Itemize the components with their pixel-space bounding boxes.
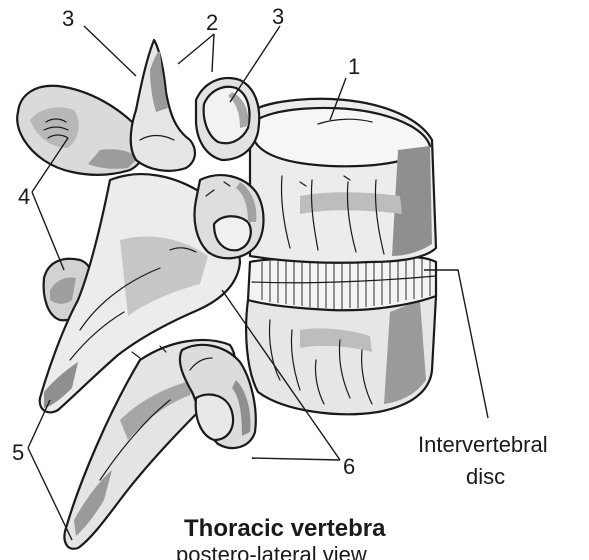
caption: Thoracic vertebra postero-lateral view xyxy=(176,515,386,560)
transverse-process-upper xyxy=(17,86,145,175)
label-1: 1 xyxy=(348,54,360,79)
label-intervertebral: Intervertebral xyxy=(418,432,548,457)
label-3-left: 3 xyxy=(62,6,74,31)
lower-vertebral-body xyxy=(246,296,436,414)
pedicle-region xyxy=(195,175,264,258)
label-4: 4 xyxy=(18,184,30,209)
label-6: 6 xyxy=(343,454,355,479)
label-5: 5 xyxy=(12,440,24,465)
figure-subtitle: postero-lateral view xyxy=(176,542,367,560)
figure-title: Thoracic vertebra xyxy=(184,515,386,542)
label-disc: disc xyxy=(466,464,505,489)
intervertebral-disc xyxy=(248,257,436,310)
label-2: 2 xyxy=(206,10,218,35)
superior-articular-process-left xyxy=(131,40,195,171)
upper-vertebral-body xyxy=(250,99,436,263)
label-3-right: 3 xyxy=(272,4,284,29)
superior-articular-process-right xyxy=(196,78,259,160)
